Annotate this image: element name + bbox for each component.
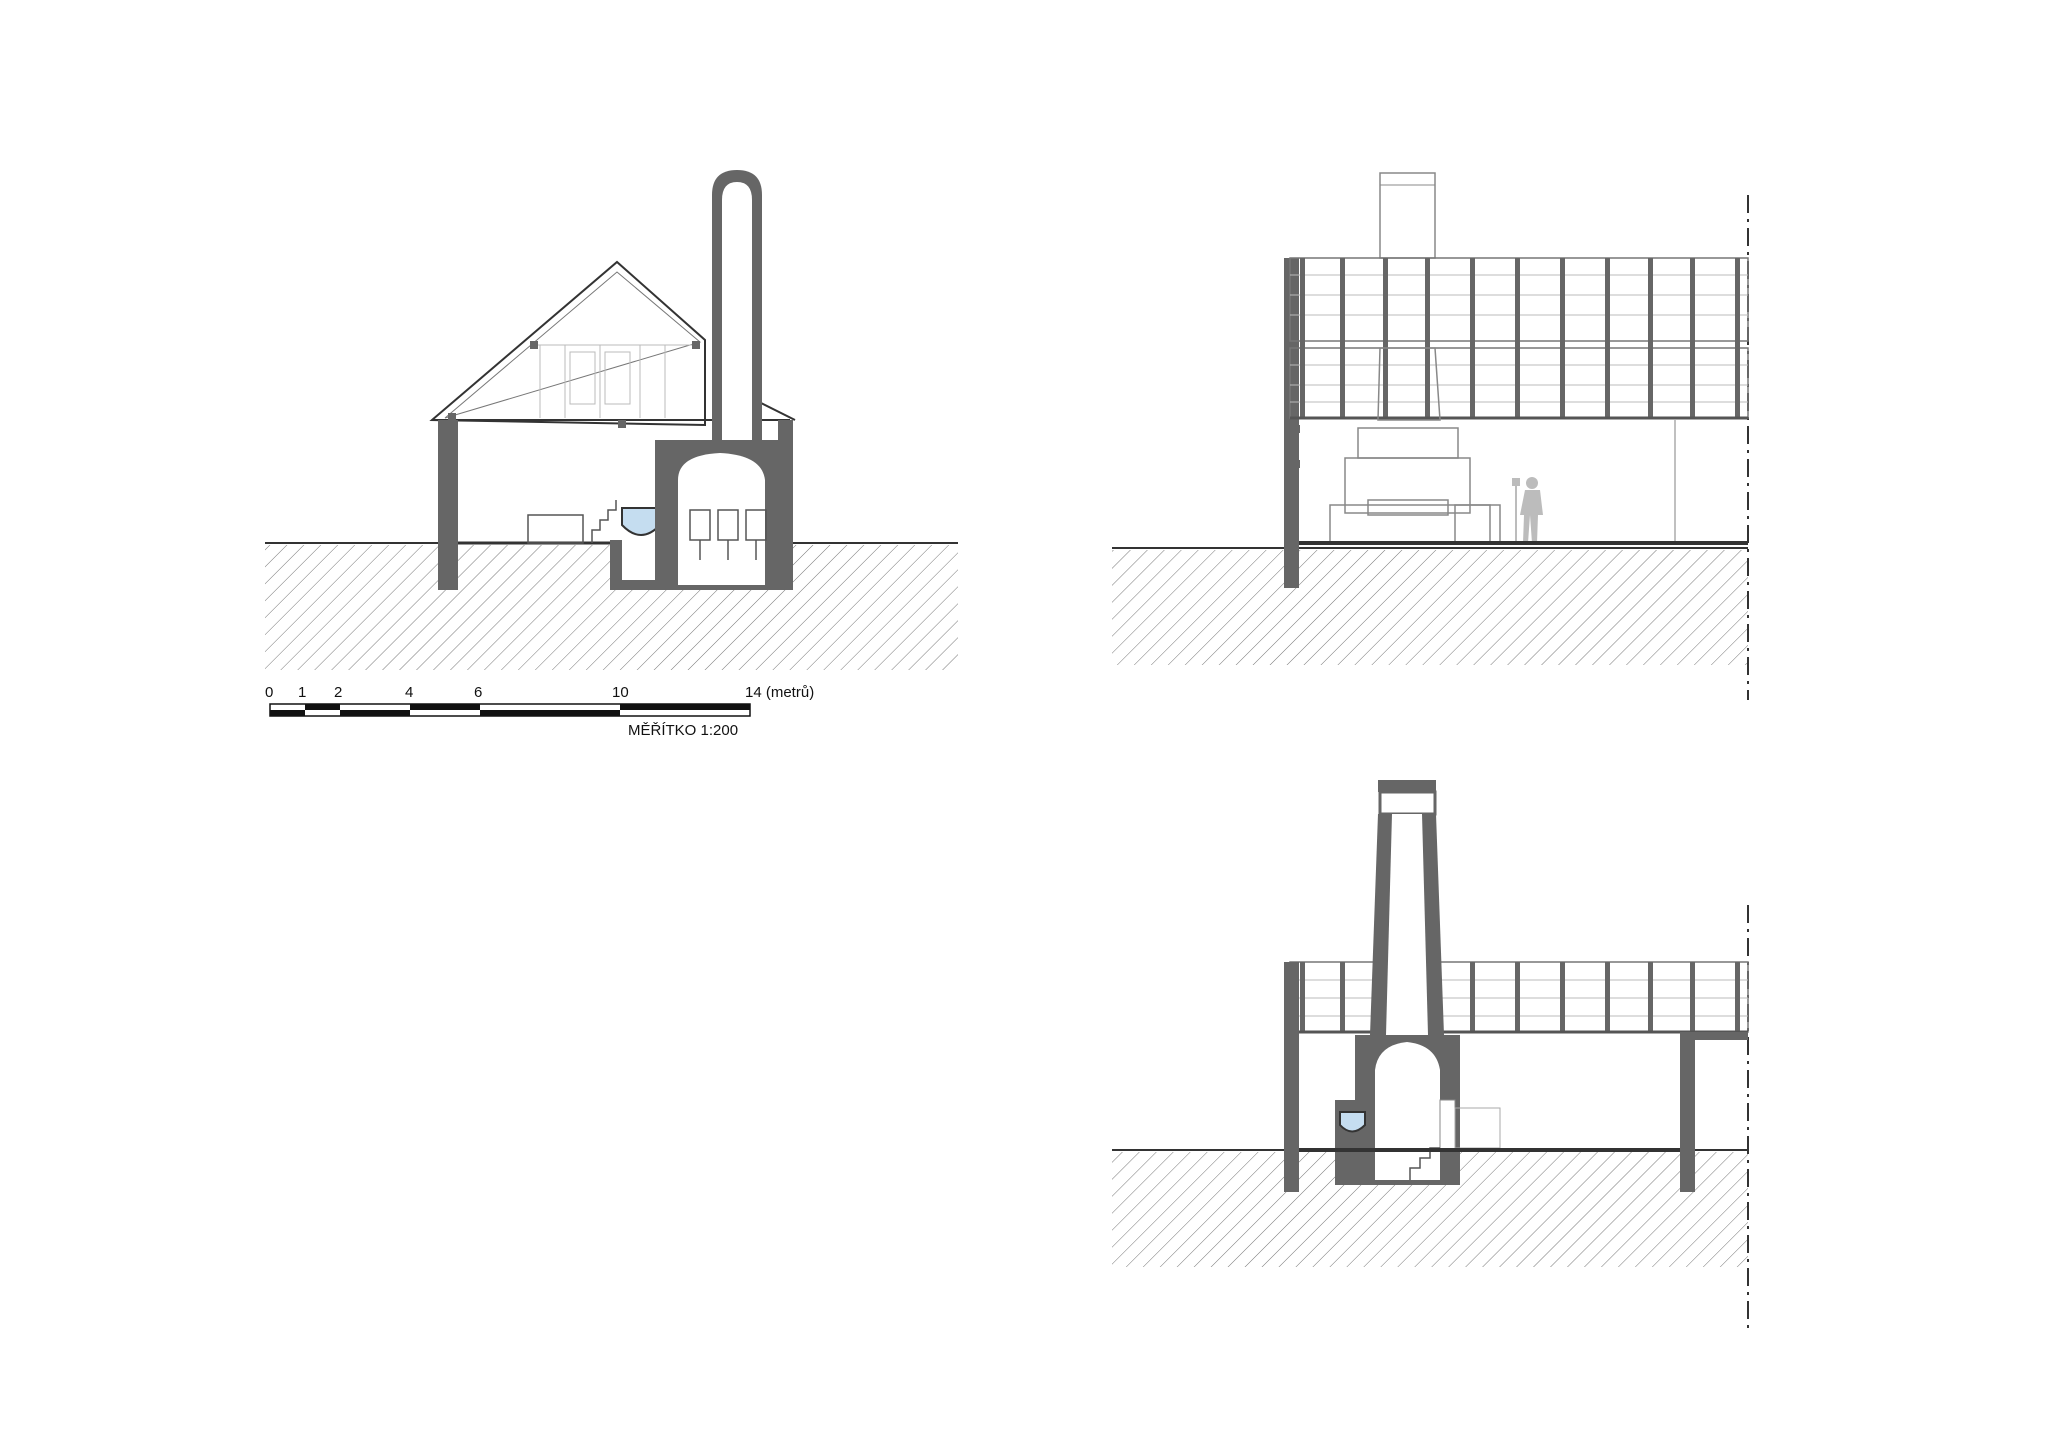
scale-tick-10: 10 bbox=[612, 684, 629, 701]
scale-bar: 0 1 2 4 6 10 14 (metrů) MĚŘÍTKO 1:200 bbox=[265, 684, 814, 739]
chimney-section-drawing bbox=[1112, 780, 1749, 1330]
scale-tick-14: 14 (metrů) bbox=[745, 684, 814, 701]
scale-title: MĚŘÍTKO 1:200 bbox=[628, 722, 738, 739]
person-silhouette bbox=[1512, 477, 1543, 543]
scale-tick-6: 6 bbox=[474, 684, 482, 701]
cross-section-drawing bbox=[265, 170, 958, 670]
left-wall bbox=[438, 420, 458, 590]
scale-tick-2: 2 bbox=[334, 684, 342, 701]
longitudinal-section-drawing bbox=[1112, 172, 1749, 700]
water-vat bbox=[621, 507, 661, 536]
scale-tick-1: 1 bbox=[298, 684, 306, 701]
gable-roof bbox=[429, 260, 706, 427]
water-vat-small bbox=[1339, 1111, 1366, 1133]
scale-tick-4: 4 bbox=[405, 684, 413, 701]
scale-tick-0: 0 bbox=[265, 684, 273, 701]
